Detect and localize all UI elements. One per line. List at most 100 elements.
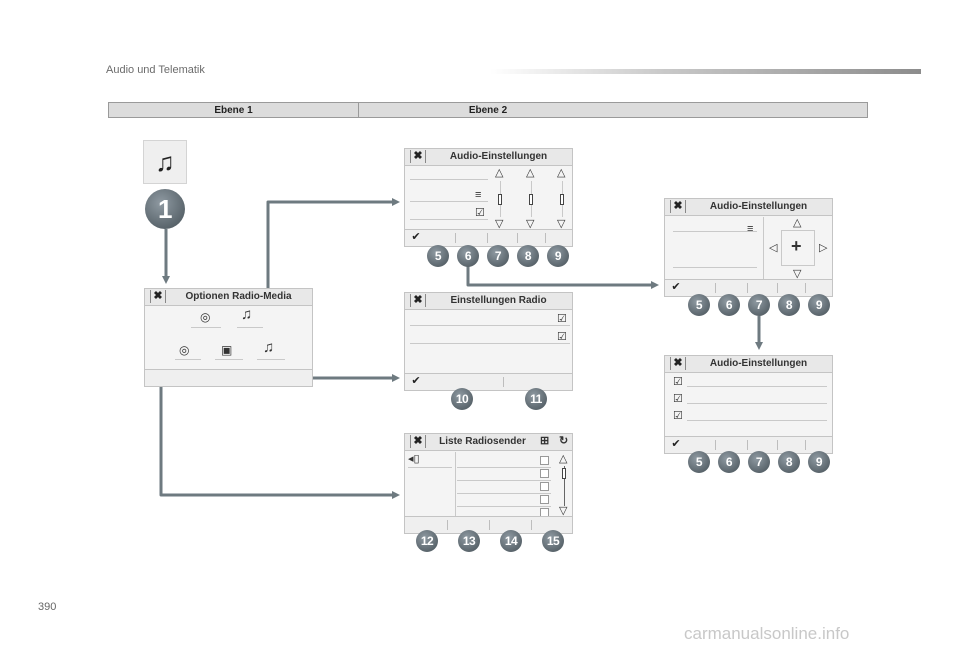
panel-title: Audio-Einstellungen bbox=[709, 358, 808, 369]
station-checkbox[interactable] bbox=[540, 495, 549, 504]
edit-checkbox-icon[interactable]: ☑ bbox=[557, 313, 567, 325]
arrow-6-to-audio-right bbox=[466, 266, 659, 289]
station-checkbox[interactable] bbox=[540, 482, 549, 491]
close-icon[interactable]: ✖ bbox=[410, 435, 426, 448]
menu-line bbox=[410, 201, 488, 202]
step-badge-6: 6 bbox=[718, 451, 740, 473]
step-badge-12: 12 bbox=[416, 530, 438, 552]
music-settings-icon[interactable]: ♫ bbox=[263, 339, 275, 356]
radio-wave-icon[interactable]: ◎ bbox=[200, 310, 211, 324]
scroll-up-icon[interactable]: △ bbox=[559, 453, 568, 465]
right-arrow-icon[interactable]: ▷ bbox=[819, 242, 828, 254]
panel-title: Audio-Einstellungen bbox=[449, 151, 548, 162]
down-arrow-icon[interactable]: ▽ bbox=[557, 218, 566, 230]
panel-title: Optionen Radio-Media bbox=[185, 291, 292, 302]
panel-footer bbox=[145, 369, 312, 386]
step-badge-10: 10 bbox=[451, 388, 473, 410]
down-arrow-icon[interactable]: ▽ bbox=[793, 268, 802, 280]
menu-line bbox=[687, 386, 827, 387]
close-icon[interactable]: ✖ bbox=[410, 294, 426, 307]
close-icon[interactable]: ✖ bbox=[150, 290, 166, 303]
radio-settings-icon[interactable]: ◎ bbox=[179, 343, 190, 357]
footer-divider bbox=[715, 283, 716, 293]
panel-title: Einstellungen Radio bbox=[450, 295, 547, 306]
menu-line bbox=[410, 325, 570, 326]
refresh-icon[interactable]: ↻ bbox=[559, 435, 569, 447]
panel-title-bar: ✖ Audio-Einstellungen bbox=[665, 199, 832, 216]
list-icon[interactable]: ≡ bbox=[475, 189, 482, 201]
scroll-down-icon[interactable]: ▽ bbox=[559, 505, 568, 517]
edit-checkbox-icon[interactable]: ☑ bbox=[475, 207, 485, 219]
radio-list-icon[interactable]: ⊞ bbox=[540, 435, 550, 447]
footer-divider bbox=[545, 233, 546, 243]
panel-audio-einstellungen-balance: ✖ Audio-Einstellungen ≡ △ ◁ + ▷ ▽ ✔ bbox=[664, 198, 833, 297]
list-row-line bbox=[457, 467, 551, 468]
down-arrow-icon[interactable]: ▽ bbox=[526, 218, 535, 230]
icon-underline bbox=[175, 359, 201, 360]
menu-line bbox=[687, 403, 827, 404]
station-checkbox[interactable] bbox=[540, 456, 549, 465]
step-badge-7: 7 bbox=[748, 294, 770, 316]
up-arrow-icon[interactable]: △ bbox=[495, 167, 504, 179]
station-list-icon[interactable]: ▣ bbox=[221, 343, 233, 357]
edit-checkbox-icon[interactable]: ☑ bbox=[557, 331, 567, 343]
watermark-text: carmanualsonline.info bbox=[684, 624, 850, 643]
confirm-check-icon[interactable]: ✔ bbox=[671, 281, 681, 293]
footer-divider bbox=[777, 440, 778, 450]
step-badge-7: 7 bbox=[487, 245, 509, 267]
footer-divider bbox=[805, 283, 806, 293]
panel-footer: ✔ bbox=[665, 436, 832, 453]
scrollbar-track bbox=[564, 466, 565, 506]
close-icon[interactable]: ✖ bbox=[410, 150, 426, 163]
station-checkbox[interactable] bbox=[540, 469, 549, 478]
footer-divider bbox=[715, 440, 716, 450]
step-badge-9: 9 bbox=[547, 245, 569, 267]
up-arrow-icon[interactable]: △ bbox=[793, 217, 802, 229]
confirm-check-icon[interactable]: ✔ bbox=[411, 375, 421, 387]
level-table-header: Ebene 1 Ebene 2 bbox=[108, 102, 868, 118]
panel-einstellungen-radio: ✖ Einstellungen Radio ☑ ☑ ✔ bbox=[404, 292, 573, 391]
close-icon[interactable]: ✖ bbox=[670, 357, 686, 370]
panel-footer bbox=[405, 516, 572, 533]
footer-divider bbox=[447, 520, 448, 530]
up-arrow-icon[interactable]: △ bbox=[557, 167, 566, 179]
slider-handle[interactable] bbox=[560, 194, 564, 205]
close-icon[interactable]: ✖ bbox=[670, 200, 686, 213]
edit-checkbox-icon[interactable]: ☑ bbox=[673, 376, 683, 388]
music-note-icon[interactable]: ♫ bbox=[241, 306, 253, 323]
slider-handle[interactable] bbox=[529, 194, 533, 205]
panel-liste-radiosender: ✖ Liste Radiosender ⊞ ↻ ◂▯ △ ▽ bbox=[404, 433, 573, 534]
panel-title: Audio-Einstellungen bbox=[709, 201, 808, 212]
down-arrow-icon[interactable]: ▽ bbox=[495, 218, 504, 230]
level-1-label: Ebene 1 bbox=[214, 105, 253, 116]
panel-title-bar: ✖ Liste Radiosender ⊞ ↻ bbox=[405, 434, 572, 451]
up-arrow-icon[interactable]: △ bbox=[526, 167, 535, 179]
panel-title-bar: ✖ Optionen Radio-Media bbox=[145, 289, 312, 306]
confirm-check-icon[interactable]: ✔ bbox=[671, 438, 681, 450]
list-icon[interactable]: ≡ bbox=[747, 223, 754, 235]
page-number: 390 bbox=[38, 601, 57, 613]
panel-footer: ✔ bbox=[405, 373, 572, 390]
header-rule bbox=[490, 69, 921, 74]
step-badge-6: 6 bbox=[457, 245, 479, 267]
step-badge-14: 14 bbox=[500, 530, 522, 552]
footer-divider bbox=[489, 520, 490, 530]
scrollbar-handle[interactable] bbox=[562, 468, 566, 479]
panel-optionen-radio-media: ✖ Optionen Radio-Media ◎ ♫ ◎ ▣ ♫ bbox=[144, 288, 313, 387]
slider-handle[interactable] bbox=[498, 194, 502, 205]
footer-divider bbox=[747, 440, 748, 450]
edit-checkbox-icon[interactable]: ☑ bbox=[673, 393, 683, 405]
list-divider bbox=[455, 452, 456, 518]
level-2-label: Ebene 2 bbox=[468, 105, 508, 116]
edit-checkbox-icon[interactable]: ☑ bbox=[673, 410, 683, 422]
step-badge-11: 11 bbox=[525, 388, 547, 410]
section-divider bbox=[763, 217, 764, 279]
page-header-title: Audio und Telematik bbox=[106, 64, 205, 76]
confirm-check-icon[interactable]: ✔ bbox=[411, 231, 421, 243]
step-badge-5: 5 bbox=[688, 294, 710, 316]
left-arrow-icon[interactable]: ◁ bbox=[769, 242, 778, 254]
source-icon[interactable]: ◂▯ bbox=[408, 453, 420, 465]
footer-divider bbox=[747, 283, 748, 293]
panel-title-bar: ✖ Audio-Einstellungen bbox=[665, 356, 832, 373]
balance-crosshair-icon[interactable]: + bbox=[791, 236, 802, 256]
